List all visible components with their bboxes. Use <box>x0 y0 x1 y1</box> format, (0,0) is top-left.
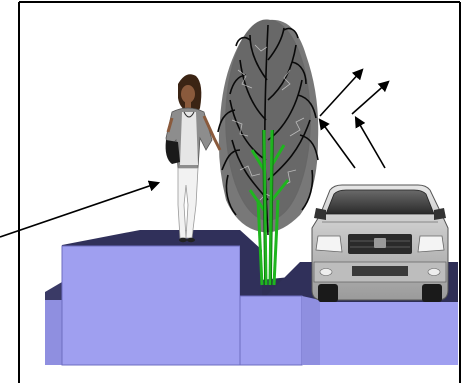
raised-block <box>62 230 262 365</box>
road-front <box>320 296 458 365</box>
car <box>312 185 448 302</box>
left-sidewalk-block <box>45 282 62 365</box>
